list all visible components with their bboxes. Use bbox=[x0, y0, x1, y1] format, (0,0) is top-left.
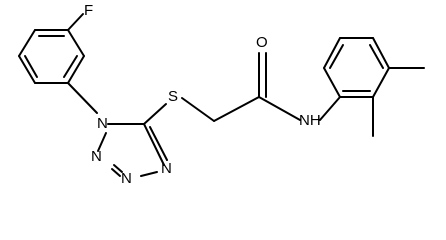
tetrazole-ring bbox=[67, 82, 168, 177]
bond bbox=[18, 55, 36, 84]
oxygen-label: O bbox=[256, 34, 268, 51]
bond bbox=[181, 97, 215, 122]
tetrazole-n4-label: N bbox=[161, 160, 172, 177]
bond bbox=[67, 82, 98, 114]
acetamide-linker bbox=[181, 52, 341, 122]
structure-canvas: F S O NH N N N N bbox=[18, 1, 425, 187]
bond bbox=[67, 29, 85, 57]
bond bbox=[143, 123, 165, 166]
bond bbox=[111, 168, 121, 177]
atom-labels: F S O NH N N N N bbox=[84, 2, 321, 187]
amide-nh-label: NH bbox=[299, 112, 321, 129]
tetrazole-n1-label: N bbox=[97, 115, 108, 132]
sulfur-label: S bbox=[168, 88, 178, 105]
tetrazole-n2-label: N bbox=[91, 148, 102, 165]
bond bbox=[63, 55, 78, 78]
bond bbox=[329, 44, 344, 69]
bond bbox=[24, 55, 38, 78]
bond bbox=[149, 126, 168, 161]
bond bbox=[372, 67, 390, 98]
bond bbox=[67, 13, 84, 31]
bond bbox=[140, 171, 158, 177]
bond bbox=[213, 96, 260, 122]
fluorophenyl-ring bbox=[18, 13, 85, 84]
bond bbox=[143, 103, 167, 125]
bond bbox=[113, 164, 123, 173]
dimethylphenyl-ring bbox=[323, 37, 425, 137]
bond bbox=[258, 96, 301, 121]
tetrazole-n3-label: N bbox=[121, 170, 132, 187]
fluorine-label: F bbox=[84, 2, 93, 19]
bond bbox=[18, 29, 36, 57]
bond bbox=[323, 37, 341, 69]
bond bbox=[319, 96, 341, 121]
bond bbox=[97, 132, 107, 152]
bond bbox=[323, 67, 341, 98]
bond bbox=[369, 44, 384, 69]
bond bbox=[67, 55, 85, 84]
bond bbox=[372, 37, 390, 69]
molecule-diagram: F S O NH N N N N bbox=[18, 2, 425, 187]
